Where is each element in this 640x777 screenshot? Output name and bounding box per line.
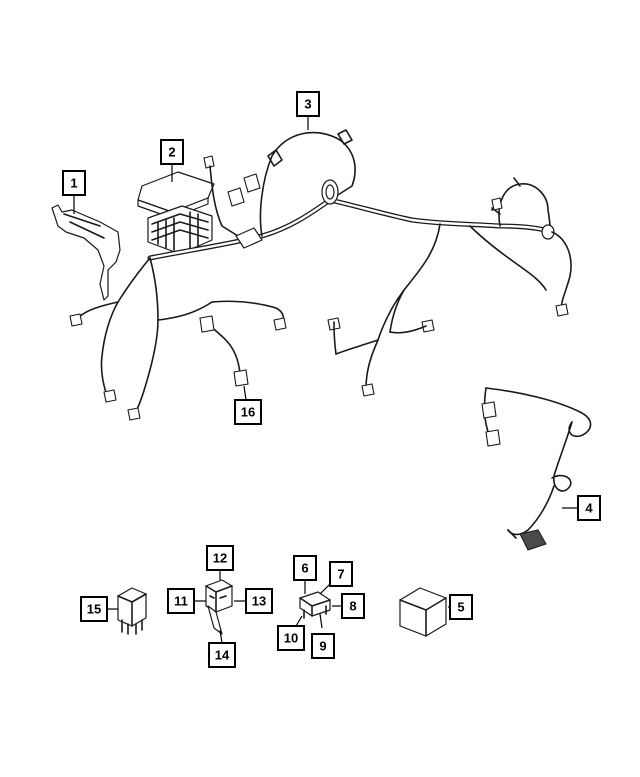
sensor-pigtail-drawing (199, 315, 249, 387)
callout-10: 10 (277, 625, 305, 651)
svg-text:5: 5 (457, 600, 464, 615)
callout-1: 1 (62, 170, 86, 196)
callout-5: 5 (449, 594, 473, 620)
callout-6: 6 (293, 555, 317, 581)
svg-text:11: 11 (174, 594, 188, 609)
callout-4: 4 (577, 495, 601, 521)
callout-9: 9 (311, 633, 335, 659)
svg-text:6: 6 (301, 561, 308, 576)
callout-2: 2 (160, 139, 184, 165)
svg-text:10: 10 (284, 631, 298, 646)
svg-text:13: 13 (252, 594, 266, 609)
svg-text:2: 2 (168, 145, 175, 160)
mini-relay-drawing (117, 587, 147, 635)
svg-text:3: 3 (304, 97, 311, 112)
callout-12: 12 (206, 545, 234, 571)
mini-fuse-drawing (299, 591, 331, 619)
svg-text:9: 9 (319, 639, 326, 654)
svg-text:12: 12 (213, 551, 227, 566)
micro-relay-drawing (205, 579, 233, 635)
svg-text:1: 1 (70, 176, 77, 191)
svg-text:16: 16 (241, 405, 255, 420)
callout-14: 14 (208, 642, 236, 668)
callout-16: 16 (234, 399, 262, 425)
main-harness-drawing (69, 129, 572, 421)
fuse-box-drawing (137, 171, 215, 255)
callout-7: 7 (329, 561, 353, 587)
callout-8: 8 (341, 593, 365, 619)
svg-text:15: 15 (87, 602, 101, 617)
callout-3: 3 (296, 91, 320, 117)
jumper-harness-drawing (481, 387, 592, 551)
relay-module-drawing (399, 587, 447, 637)
svg-text:4: 4 (585, 501, 593, 516)
svg-text:7: 7 (337, 567, 344, 582)
svg-text:14: 14 (215, 648, 230, 663)
leader-lines (73, 116, 578, 644)
svg-text:8: 8 (349, 599, 356, 614)
callout-15: 15 (80, 596, 108, 622)
harness-bracket-drawing (51, 204, 121, 301)
callout-11: 11 (167, 588, 195, 614)
callout-13: 13 (245, 588, 273, 614)
